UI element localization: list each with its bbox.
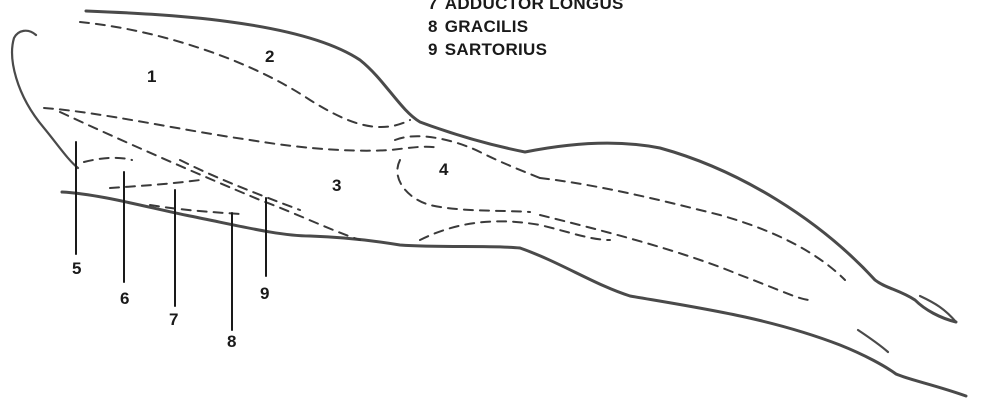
legend-name: ADDUCTOR LONGUS: [445, 0, 624, 13]
label-8: 8: [227, 333, 236, 350]
top-tip-outline: [12, 31, 78, 168]
legend-item: 8 GRACILIS: [428, 15, 624, 38]
label-3: 3: [332, 177, 341, 194]
legend-name: GRACILIS: [445, 17, 529, 36]
legend-name: SARTORIUS: [445, 40, 548, 59]
dash-boundary-knee-2: [540, 215, 810, 300]
dash-boundary-1-3: [44, 108, 440, 151]
dash-boundary-3-lower: [420, 221, 610, 240]
label-9: 9: [260, 285, 269, 302]
label-7: 7: [169, 311, 178, 328]
legend-number: 9: [428, 38, 438, 61]
legend-item: 9 SARTORIUS: [428, 38, 624, 61]
legend-item: 7 ADDUCTOR LONGUS: [428, 0, 624, 15]
legend-number: 8: [428, 15, 438, 38]
muscle-legend: 7 ADDUCTOR LONGUS 8 GRACILIS 9 SARTORIUS: [428, 0, 624, 61]
dash-boundary-5-6: [84, 158, 132, 162]
dash-boundary-4-upper: [395, 136, 540, 178]
knee-cap-outline: [858, 330, 888, 352]
label-4: 4: [439, 161, 448, 178]
label-1: 1: [147, 68, 156, 85]
label-5: 5: [72, 260, 81, 277]
label-2: 2: [265, 48, 274, 65]
label-6: 6: [120, 290, 129, 307]
dash-boundary-4-lower: [397, 160, 530, 212]
dash-boundary-knee-1: [540, 178, 845, 280]
legend-number: 7: [428, 0, 438, 15]
dash-boundary-inner: [180, 160, 300, 210]
dash-boundary-2: [80, 22, 410, 127]
